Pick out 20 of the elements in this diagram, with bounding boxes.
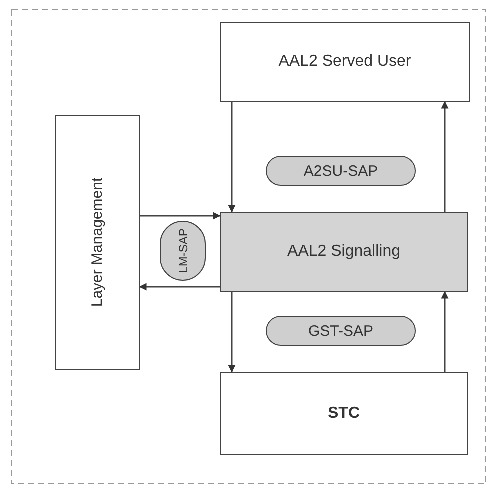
process-box bbox=[220, 22, 470, 102]
process-box bbox=[55, 115, 140, 370]
process-box bbox=[220, 212, 468, 292]
service-access-point bbox=[266, 316, 416, 346]
label: A2SU-SAP bbox=[304, 162, 378, 180]
arrow bbox=[140, 212, 221, 220]
arrow bbox=[441, 291, 449, 372]
arrow bbox=[228, 292, 236, 373]
arrow bbox=[139, 283, 220, 291]
label: Layer Management bbox=[89, 178, 106, 308]
process-box bbox=[220, 372, 468, 455]
arrow bbox=[441, 101, 449, 212]
label: LM-SAP bbox=[176, 228, 190, 274]
arrow bbox=[228, 102, 236, 213]
label: AAL2 Served User bbox=[278, 53, 412, 71]
label: AAL2 Signalling bbox=[288, 243, 400, 261]
label: STC bbox=[328, 404, 360, 422]
service-access-point bbox=[266, 156, 416, 186]
service-access-point bbox=[160, 221, 206, 281]
label: GST-SAP bbox=[308, 322, 374, 340]
